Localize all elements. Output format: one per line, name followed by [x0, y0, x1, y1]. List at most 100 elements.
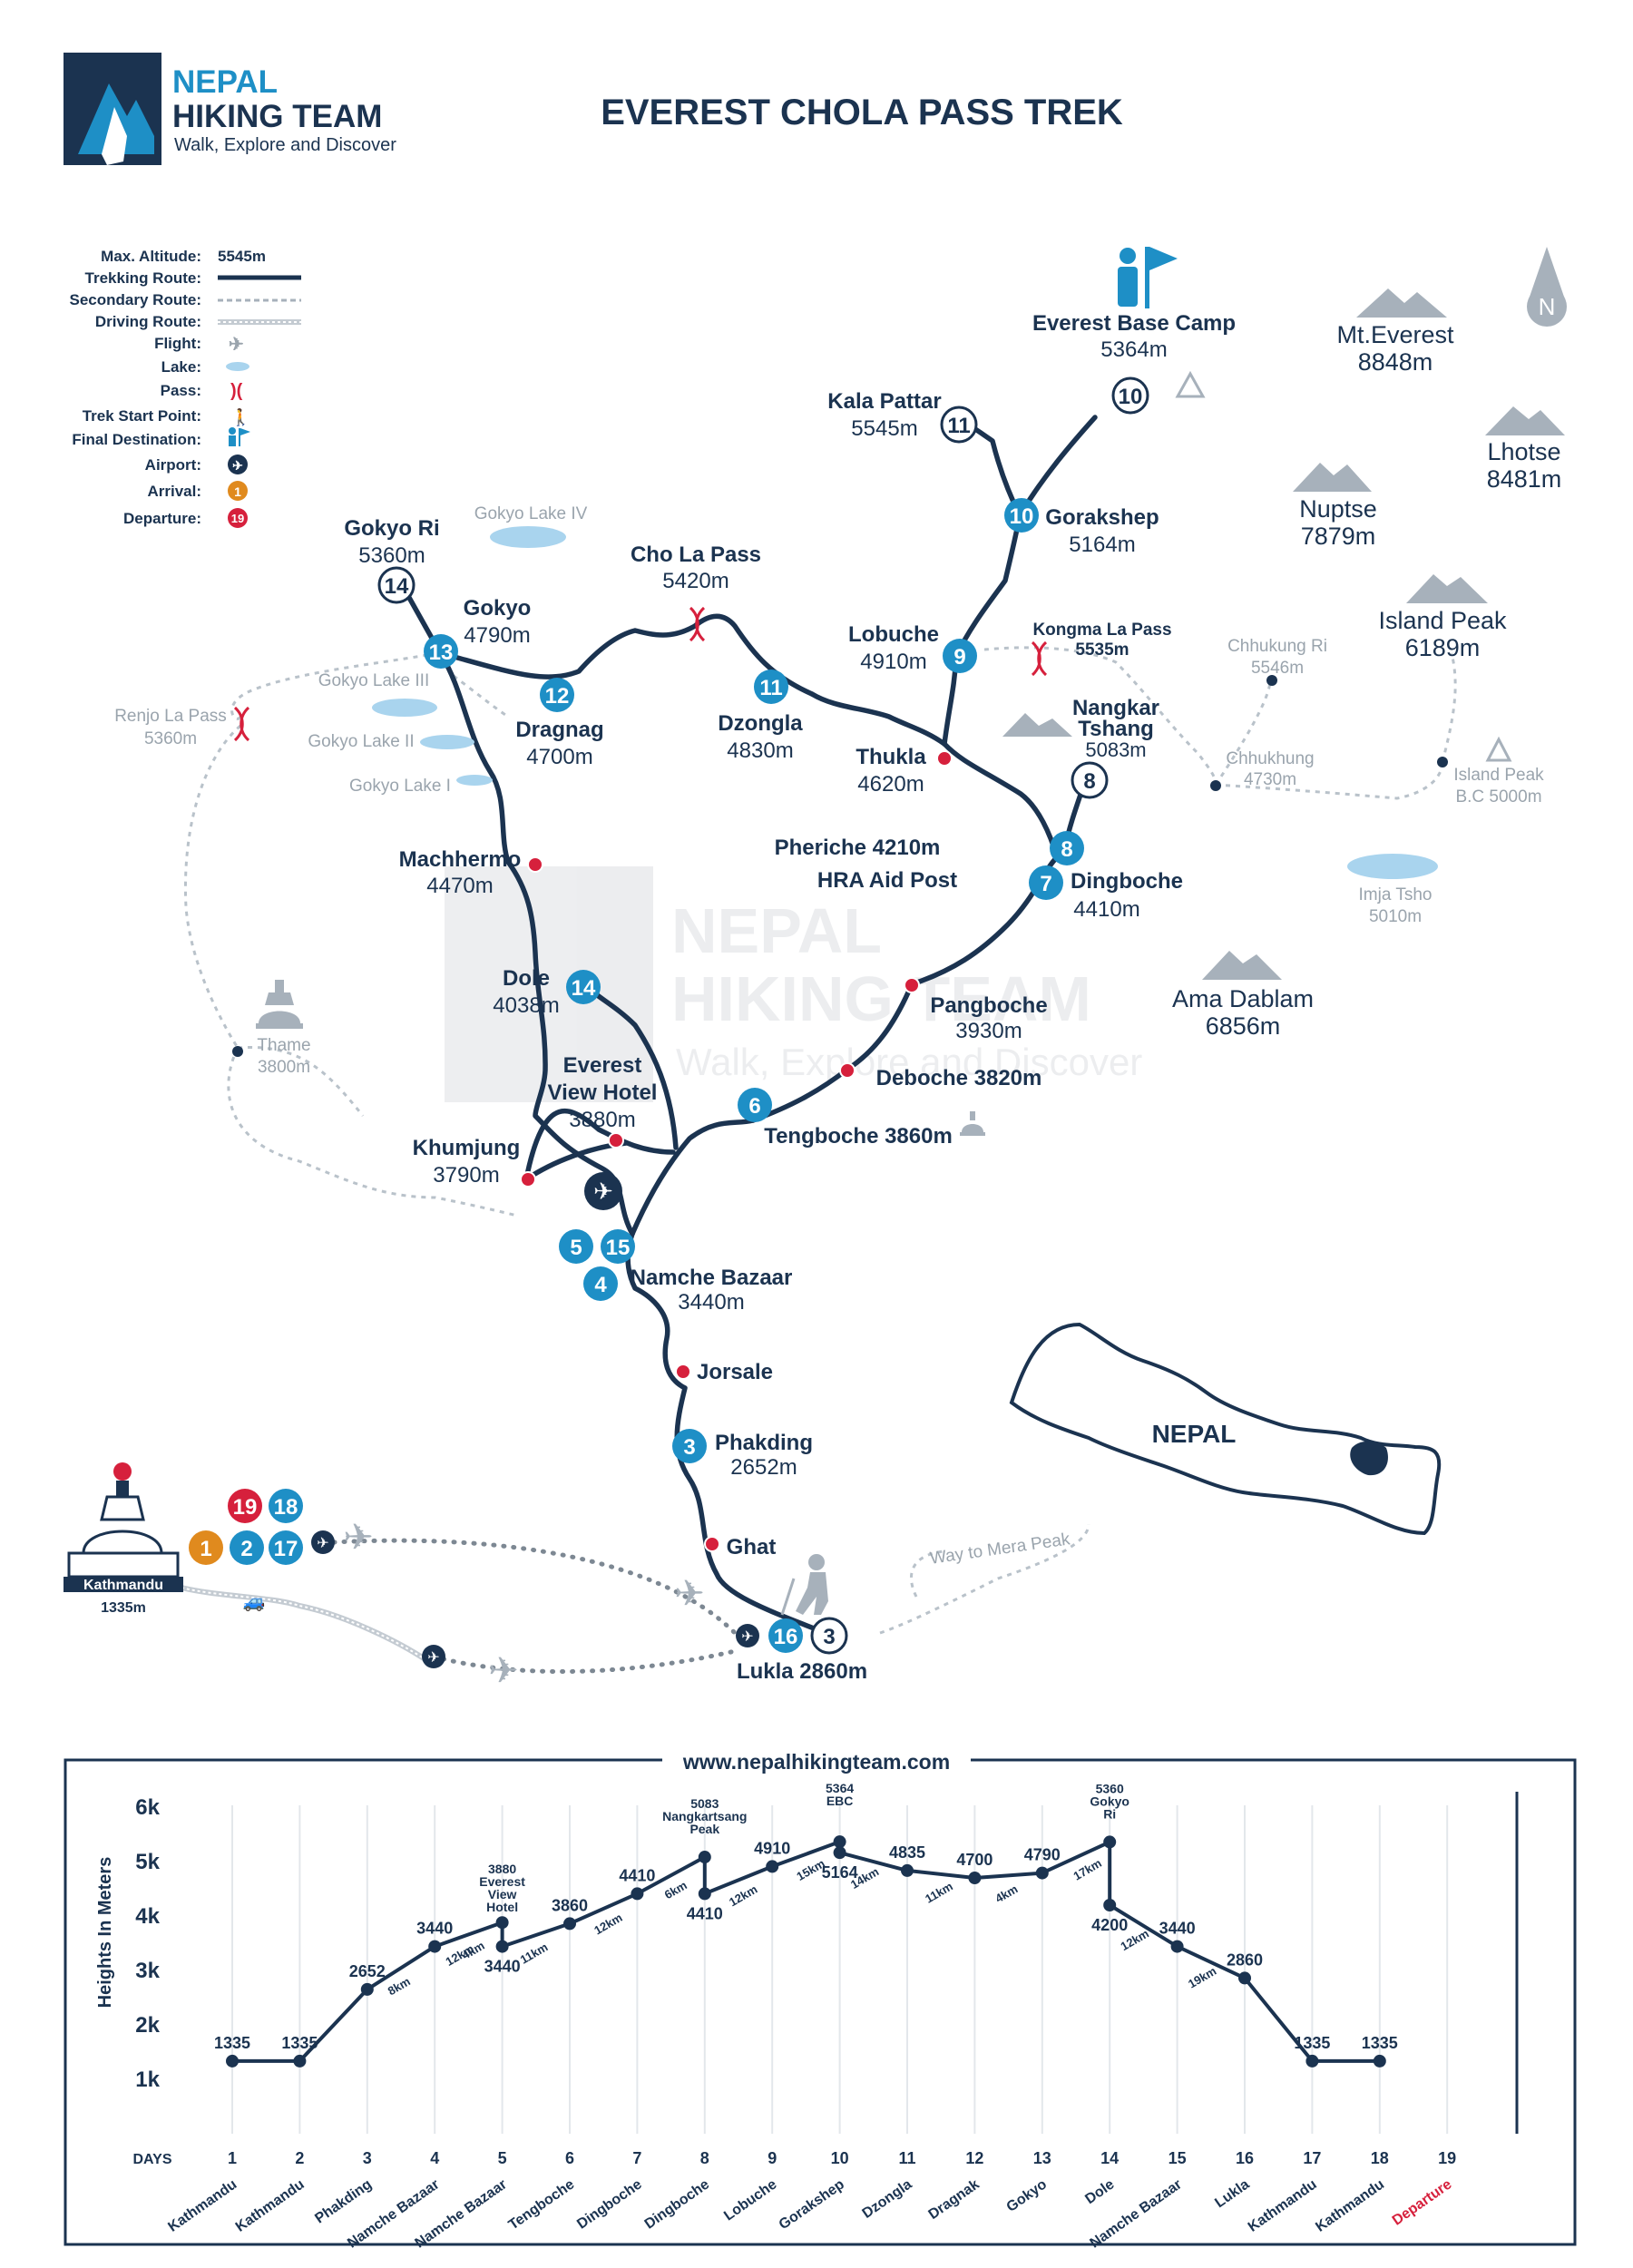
place-name: Lobuche	[848, 622, 939, 647]
svg-text:12: 12	[545, 684, 570, 709]
place-name: Gokyo Ri	[344, 516, 439, 541]
pass-icon	[233, 706, 250, 742]
svg-text:18: 18	[274, 1495, 298, 1520]
y-tick-label: 5k	[135, 1850, 160, 1874]
legend-label: Arrival:	[147, 483, 201, 500]
pass-icon: )(	[230, 381, 243, 401]
svg-text:✈: ✈	[593, 1178, 613, 1205]
data-point	[901, 1863, 914, 1877]
lake-icon	[420, 735, 474, 749]
logo-tagline: Walk, Explore and Discover	[174, 135, 396, 155]
nepal-inset: NEPAL	[1009, 1322, 1442, 1536]
svg-text:11: 11	[759, 676, 782, 700]
data-label: 3440	[416, 1920, 453, 1938]
place-name: Thukla	[856, 745, 926, 769]
legend-label: Max. Altitude:	[101, 248, 201, 265]
driving-route	[181, 1585, 428, 1663]
x-place-label: Lukla	[1212, 2176, 1252, 2211]
distance-label: 19km	[1186, 1964, 1218, 1991]
route-label: Way to Mera Peak	[929, 1530, 1071, 1569]
x-tick-label: 6	[565, 2149, 574, 2167]
chart-line	[232, 1840, 1380, 2063]
elevation-line	[232, 1840, 1380, 2063]
svg-text:19: 19	[231, 512, 244, 525]
svg-text:6: 6	[748, 1094, 760, 1119]
svg-text:✈: ✈	[232, 458, 243, 473]
day-badge: 17	[269, 1530, 303, 1565]
lake-alt: 5010m	[1369, 907, 1422, 926]
data-label: 2652	[349, 1962, 386, 1980]
day-badge: 15	[601, 1229, 635, 1264]
mountain-icon	[1293, 463, 1372, 492]
place-name: Machhermo	[399, 847, 522, 872]
day-badge: 7	[1029, 865, 1063, 900]
peak-name: Lhotse	[1487, 438, 1560, 465]
logo-hiker-icon	[102, 107, 127, 165]
peak-alt: 8481m	[1487, 465, 1562, 493]
svg-text:10: 10	[1119, 385, 1143, 409]
data-point	[293, 2054, 307, 2068]
stop-dot	[704, 1536, 720, 1552]
place-alt: 5546m	[1251, 659, 1304, 678]
place-name: Dzongla	[718, 711, 803, 736]
mountain-icon	[1406, 574, 1488, 603]
x-tick-label: 19	[1438, 2149, 1456, 2167]
peak-alt: 8848m	[1358, 348, 1433, 376]
logo-line2: HIKING TEAM	[172, 99, 382, 134]
x-tick-label: 3	[363, 2149, 372, 2167]
svg-text:7: 7	[1040, 872, 1051, 896]
x-place-label: Dingboche	[642, 2176, 713, 2232]
day-badge: 16	[768, 1618, 803, 1653]
place-name: Ghat	[727, 1535, 777, 1559]
peak-alt: 6856m	[1206, 1012, 1281, 1040]
place-name: Dragnag	[515, 718, 603, 742]
day-badge: 13	[424, 634, 458, 669]
data-label: 4910	[754, 1839, 790, 1857]
distance-label: 11km	[923, 1879, 955, 1905]
x-place-label: Dragnak	[925, 2176, 982, 2223]
svg-text:1: 1	[234, 484, 241, 499]
stop-dot	[839, 1062, 856, 1079]
legend-label: Secondary Route:	[70, 291, 201, 308]
data-label: 3440	[484, 1958, 521, 1976]
x-place-label: Gorakshep	[777, 2176, 847, 2233]
data-point	[428, 1940, 442, 1953]
x-tick-label: 8	[700, 2149, 709, 2167]
place-name: Gorakshep	[1045, 505, 1159, 530]
svg-text:16: 16	[774, 1625, 798, 1649]
x-place-label: Phakding	[312, 2176, 375, 2226]
place-alt: 4910m	[860, 650, 926, 674]
svg-text:1335m: 1335m	[101, 1600, 146, 1616]
peak-labels: Mt.Everest 8848m Lhotse 8481m Nuptse 787…	[1172, 321, 1561, 1040]
region-marker	[1350, 1441, 1388, 1476]
y-tick-label: 4k	[135, 1904, 160, 1929]
day-badge: 14	[566, 970, 601, 1004]
logo-line1: NEPAL	[172, 64, 278, 100]
data-point	[698, 1851, 711, 1864]
website-url[interactable]: www.nepalhikingteam.com	[682, 1750, 950, 1774]
x-tick-label: 12	[965, 2149, 983, 2167]
svg-text:Kathmandu: Kathmandu	[83, 1578, 163, 1593]
x-tick-label: 18	[1371, 2149, 1389, 2167]
svg-text:NEPAL: NEPAL	[671, 895, 882, 966]
svg-text:1: 1	[200, 1537, 211, 1561]
data-label: 4410	[619, 1866, 655, 1884]
day-badge: 3	[810, 1617, 848, 1655]
data-point	[1305, 2054, 1319, 2068]
distance-label: 4km	[460, 1939, 487, 1962]
legend-label: Flight:	[154, 335, 201, 352]
lake-label: Gokyo Lake III	[318, 671, 430, 690]
svg-text:19: 19	[233, 1495, 258, 1520]
day-badge: 11	[940, 406, 978, 444]
place-alt: 5535m	[1075, 640, 1129, 660]
x-tick-label: 7	[632, 2149, 641, 2167]
lake-label: Gokyo Lake I	[349, 777, 451, 796]
peak-name: Nuptse	[1299, 495, 1377, 523]
legend-label: Trek Start Point:	[83, 407, 201, 425]
x-place-label: Tengboche	[506, 2176, 578, 2233]
data-label: 1335	[1294, 2034, 1330, 2052]
